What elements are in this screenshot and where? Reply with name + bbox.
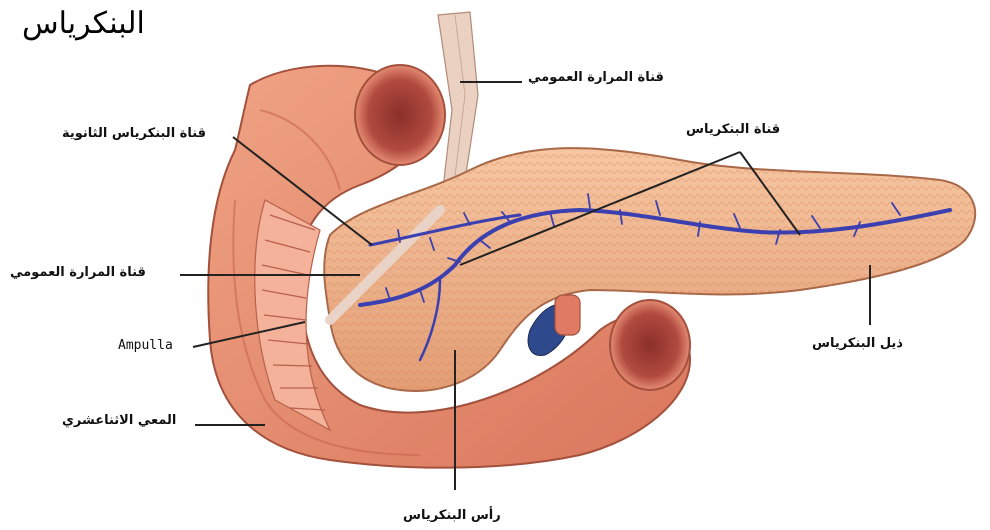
label-accessory-pancreatic-duct: قناة البنكرياس الثانوية [62, 126, 206, 141]
label-pancreas-tail: ذيل البنكرياس [812, 336, 903, 351]
label-common-bile-duct-top: قناة المرارة العمومي [528, 70, 664, 85]
duodenum-opening-lower [610, 300, 690, 390]
label-pancreatic-duct: قناة البنكرياس [686, 122, 780, 137]
label-ampulla: Ampulla [118, 338, 173, 353]
label-duodenum: المعي الاثناعشري [62, 413, 176, 428]
page-title: البنكرياس [22, 6, 145, 41]
label-common-bile-duct-left: قناة المرارة العمومي [10, 265, 146, 280]
duodenum-opening-upper [355, 65, 445, 165]
label-pancreas-head: رأس البنكرياس [403, 508, 501, 523]
